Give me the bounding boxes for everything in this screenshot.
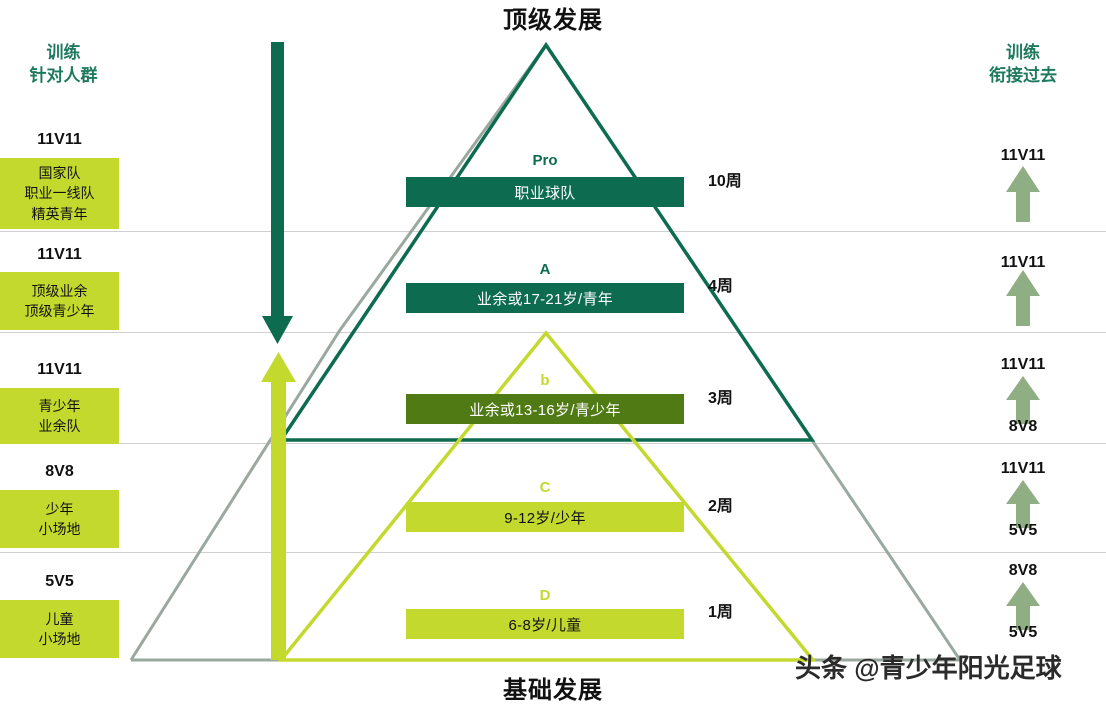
right-column-header: 训练 衔接过去 xyxy=(940,42,1106,88)
left-column-header: 训练 针对人群 xyxy=(0,42,127,88)
row-divider-3 xyxy=(0,443,1106,444)
left-box-0: 国家队 职业一线队 精英青年 xyxy=(0,158,119,229)
left-box-4-line1: 小场地 xyxy=(38,631,81,647)
bar-label-0: Pro xyxy=(532,152,558,169)
bar-0: 职业球队 xyxy=(406,177,684,207)
bar-label-4: D xyxy=(539,587,551,604)
right-up-arrow-5 xyxy=(1006,582,1040,630)
left-box-2-line0: 青少年 xyxy=(38,397,81,414)
left-box-2-line1: 业余队 xyxy=(38,418,81,434)
page-title-top: 顶级发展 xyxy=(503,7,603,34)
bar-3-text: 9-12岁/少年 xyxy=(504,509,586,527)
left-box-3-line0: 少年 xyxy=(45,500,74,517)
right-up-arrow-1 xyxy=(1006,166,1040,222)
left-box-1-line1: 顶级青少年 xyxy=(24,303,95,319)
weeks-2: 3周 xyxy=(708,390,733,407)
up-arrow-yellow-green xyxy=(261,352,296,660)
right-code-0-top: 11V11 xyxy=(1000,147,1046,164)
left-box-4: 儿童 小场地 xyxy=(0,600,119,658)
weeks-1: 4周 xyxy=(708,278,733,295)
left-code-4: 5V5 xyxy=(45,573,74,590)
left-box-0-line1: 职业一线队 xyxy=(24,185,95,202)
right-code-2-top: 11V11 xyxy=(1000,356,1046,373)
outer-grey-triangle xyxy=(129,42,963,662)
weeks-3: 2周 xyxy=(708,498,733,515)
right-code-1-top: 11V11 xyxy=(1000,254,1046,271)
right-column-header-line2: 衔接过去 xyxy=(989,65,1057,85)
right-code-3-bottom: 5V5 xyxy=(1008,522,1038,539)
left-box-3-line1: 小场地 xyxy=(38,521,81,537)
page-title-bottom: 基础发展 xyxy=(503,677,603,704)
left-box-1-line0: 顶级业余 xyxy=(31,282,88,299)
right-code-3-top: 11V11 xyxy=(1000,460,1046,477)
bar-0-text: 职业球队 xyxy=(514,184,576,202)
left-column-header-line1: 训练 xyxy=(46,43,81,62)
watermark: 头条 @青少年阳光足球 xyxy=(795,653,1062,683)
bar-4: 6-8岁/儿童 xyxy=(406,609,684,639)
row-divider-4 xyxy=(0,552,1106,553)
left-box-2: 青少年 业余队 xyxy=(0,388,119,444)
bar-4-text: 6-8岁/儿童 xyxy=(508,616,582,634)
left-box-0-line2: 精英青年 xyxy=(31,205,88,222)
left-code-1: 11V11 xyxy=(37,246,82,263)
row-divider-1 xyxy=(0,231,1106,232)
left-box-1: 顶级业余 顶级青少年 xyxy=(0,272,119,330)
left-box-4-line0: 儿童 xyxy=(45,610,74,627)
bar-1: 业余或17-21岁/青年 xyxy=(406,283,684,313)
bar-label-2: b xyxy=(540,372,550,389)
left-box-3: 少年 小场地 xyxy=(0,490,119,548)
left-code-3: 8V8 xyxy=(45,463,74,480)
bar-3: 9-12岁/少年 xyxy=(406,502,684,532)
right-code-2-bottom: 8V8 xyxy=(1008,418,1038,435)
left-code-2: 11V11 xyxy=(37,361,82,378)
left-code-0: 11V11 xyxy=(37,131,82,148)
left-box-0-line0: 国家队 xyxy=(38,165,81,182)
bar-label-1: A xyxy=(539,261,551,278)
right-up-arrow-4 xyxy=(1006,480,1040,528)
right-code-4-top: 8V8 xyxy=(1008,562,1038,579)
right-up-arrow-3 xyxy=(1006,376,1040,424)
weeks-4: 1周 xyxy=(708,604,733,621)
left-column-header-line2: 针对人群 xyxy=(29,65,98,85)
down-arrow-dark-green xyxy=(262,42,293,344)
row-divider-2 xyxy=(0,332,1106,333)
bar-2-text: 业余或13-16岁/青少年 xyxy=(469,401,621,419)
right-up-arrow-2 xyxy=(1006,270,1040,326)
right-code-4-bottom: 5V5 xyxy=(1008,624,1038,641)
bar-label-3: C xyxy=(539,479,551,496)
right-column-header-line1: 训练 xyxy=(1006,43,1040,62)
bar-1-text: 业余或17-21岁/青年 xyxy=(476,290,614,308)
bar-2: 业余或13-16岁/青少年 xyxy=(406,394,684,424)
weeks-0: 10周 xyxy=(708,173,742,190)
